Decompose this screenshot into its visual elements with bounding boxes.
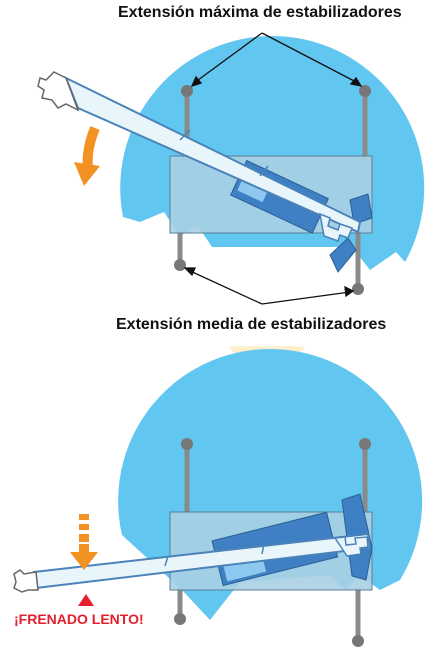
outrigger-pad (174, 259, 186, 271)
curved-arrow-icon (74, 126, 100, 186)
outrigger-pad (359, 85, 371, 97)
outrigger-pad (174, 613, 186, 625)
top-coverage-area (120, 36, 425, 270)
outrigger-pad (359, 438, 371, 450)
outrigger-pad (181, 438, 193, 450)
bottom-outriggers (174, 438, 371, 647)
triangle-icon (78, 594, 94, 606)
bottom-scene (13, 348, 423, 647)
top-counterweight (329, 237, 357, 273)
mid-extension-label: Extensión media de estabilizadores (116, 316, 387, 333)
outrigger-pad (181, 85, 193, 97)
top-scene (37, 32, 425, 305)
top-label-pointers (183, 32, 363, 305)
top-boom (37, 71, 362, 242)
max-extension-label: Extensión máxima de estabilizadores (118, 4, 402, 21)
outrigger-pad (352, 283, 364, 295)
bottom-boom (13, 532, 372, 593)
top-hook-block (349, 193, 373, 225)
dashed-down-arrow-icon (70, 514, 98, 570)
slow-braking-warning: ¡FRENADO LENTO! (14, 611, 144, 627)
outrigger-pad (352, 635, 364, 647)
